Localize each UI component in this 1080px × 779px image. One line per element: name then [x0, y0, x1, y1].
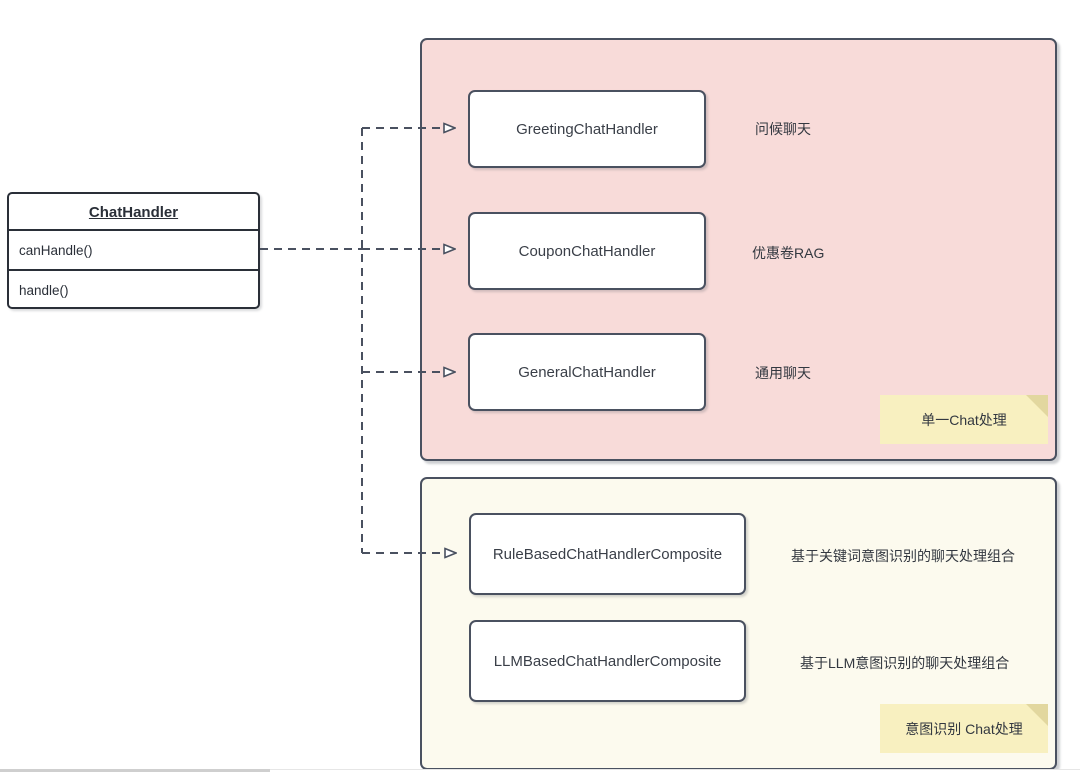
annotation-llmbased-composite: 基于LLM意图识别的聊天处理组合 — [800, 655, 1010, 671]
node-general-chat-handler[interactable]: GeneralChatHandler — [468, 333, 706, 411]
node-coupon-chat-handler[interactable]: CouponChatHandler — [468, 212, 706, 290]
class-title-chathandler: ChatHandler — [9, 194, 258, 231]
horizontal-scrollbar-thumb[interactable] — [0, 769, 270, 772]
annotation-greeting: 问候聊天 — [755, 121, 811, 137]
note-fold-corner-icon — [1026, 395, 1048, 417]
node-rulebased-chat-handler-composite[interactable]: RuleBasedChatHandlerComposite — [469, 513, 746, 595]
class-method-canhandle: canHandle() — [9, 231, 258, 271]
note-intent-chat-handling: 意图识别 Chat处理 — [880, 704, 1048, 753]
note-fold-corner-icon — [1026, 704, 1048, 726]
node-greeting-chat-handler[interactable]: GreetingChatHandler — [468, 90, 706, 168]
annotation-rulebased-composite: 基于关键词意图识别的聊天处理组合 — [791, 548, 1015, 564]
class-method-handle: handle() — [19, 283, 69, 298]
note-single-label: 单一Chat处理 — [921, 411, 1007, 428]
annotation-general: 通用聊天 — [755, 365, 811, 381]
note-single-chat-handling: 单一Chat处理 — [880, 395, 1048, 444]
node-llmbased-chat-handler-composite[interactable]: LLMBasedChatHandlerComposite — [469, 620, 746, 702]
annotation-coupon: 优惠卷RAG — [752, 245, 825, 261]
horizontal-scrollbar-track[interactable] — [0, 769, 1080, 779]
note-intent-label: 意图识别 Chat处理 — [905, 720, 1023, 737]
class-box-chathandler[interactable]: ChatHandler canHandle() handle() — [7, 192, 260, 309]
